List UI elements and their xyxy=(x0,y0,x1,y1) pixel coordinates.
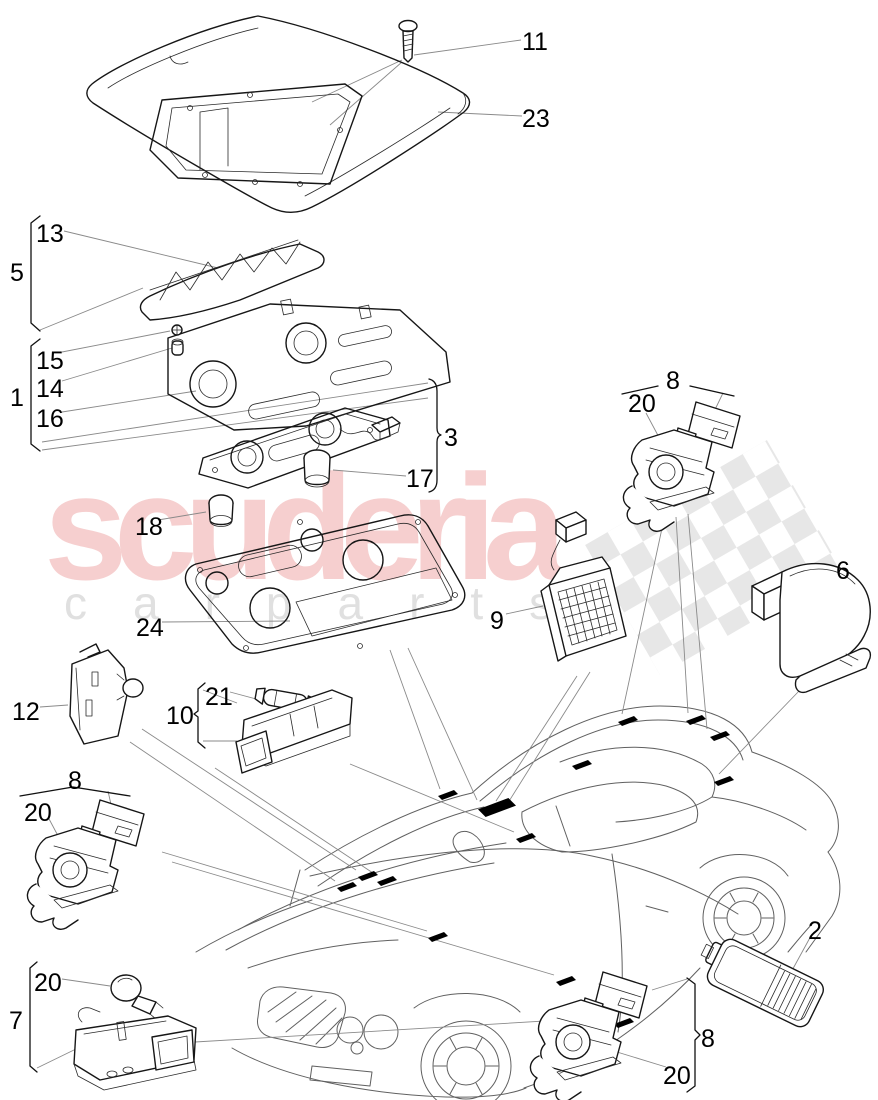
callout-20-left: 20 xyxy=(24,799,52,827)
part-20-wedge-bulb xyxy=(110,974,164,1020)
callout-5: 5 xyxy=(10,259,24,287)
callout-8-left: 8 xyxy=(68,767,82,795)
part-2-lamp xyxy=(700,938,824,1028)
part-11-screw xyxy=(398,19,418,63)
part-18-bulb xyxy=(208,494,234,527)
callout-20-top-right: 20 xyxy=(628,390,656,418)
position-markers xyxy=(337,715,734,1028)
callout-2: 2 xyxy=(808,917,822,945)
part-23-console-cover xyxy=(86,15,471,214)
callout-11: 11 xyxy=(522,28,548,56)
part-14-bulb xyxy=(171,338,184,356)
callout-21: 21 xyxy=(205,683,233,711)
callout-12: 12 xyxy=(12,698,40,726)
part-7-lamp-housing xyxy=(73,1007,197,1091)
callout-14: 14 xyxy=(36,375,64,403)
part-24-cover xyxy=(184,514,466,654)
callout-1: 1 xyxy=(10,384,24,412)
part-10-festoon-housing xyxy=(235,689,353,774)
callout-9: 9 xyxy=(490,607,504,635)
callout-23: 23 xyxy=(522,105,550,133)
callout-20-bottom-left: 20 xyxy=(34,969,62,997)
part-13-frame xyxy=(139,239,325,321)
callout-6: 6 xyxy=(836,557,850,585)
callout-7: 7 xyxy=(9,1007,23,1035)
watermark-sub-text: carparts xyxy=(64,577,599,629)
callout-8-top-right: 8 xyxy=(666,367,680,395)
callout-10: 10 xyxy=(166,702,194,730)
callout-13: 13 xyxy=(36,220,64,248)
callout-3: 3 xyxy=(444,424,458,452)
part-12-bracket xyxy=(69,643,144,745)
part-3-lamp-carrier xyxy=(198,407,401,489)
callout-brackets xyxy=(19,215,735,1093)
callout-20-bottom-right: 20 xyxy=(663,1062,691,1090)
part-8-lamp-unit-bottom-right xyxy=(529,971,648,1100)
part-17-bulb xyxy=(303,449,331,488)
callout-17: 17 xyxy=(406,465,434,493)
callout-15: 15 xyxy=(36,347,64,375)
part-1-console-body xyxy=(167,298,451,431)
callout-18: 18 xyxy=(135,513,163,541)
callout-8-bottom-right: 8 xyxy=(701,1025,715,1053)
callout-16: 16 xyxy=(36,405,64,433)
callout-24: 24 xyxy=(136,614,164,642)
watermark-checkered-flag xyxy=(585,440,842,675)
part-15-bulb xyxy=(171,324,183,336)
part-9-lamp xyxy=(540,511,627,662)
part-6-lamp xyxy=(751,562,872,694)
car-outline-drawing xyxy=(195,705,841,1100)
